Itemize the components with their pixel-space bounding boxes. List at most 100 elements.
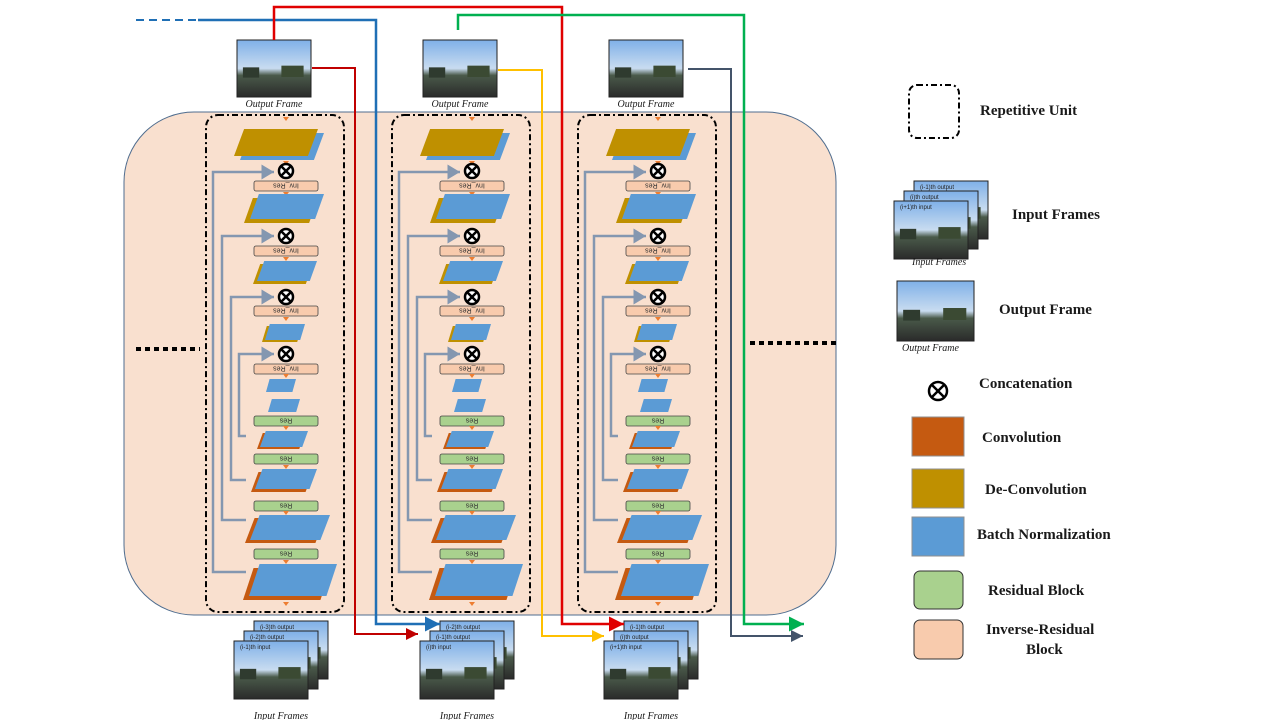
legend-deconvolution-swatch (911, 468, 965, 509)
flow-arrow (655, 374, 661, 378)
inverse-residual-block-label: Inv_Res (645, 365, 671, 372)
inverse-residual-block: Inv_Res (625, 305, 691, 317)
inverse-residual-block-label: Inv_Res (459, 182, 485, 189)
legend-input-stack: (i-1)th output (i)th output (i+1)th input (893, 180, 989, 260)
input-frame-stacks: (i-3)th output (i-2)th output (i-1)th inpu… (233, 620, 699, 720)
inverse-residual-block-label: Inv_Res (273, 247, 299, 254)
residual-block-label: Res (279, 455, 292, 462)
legend-concatenation-icon (927, 380, 949, 402)
flow-arrow (283, 602, 289, 606)
batch-norm-layer (640, 399, 672, 412)
input-frame-label: (i)th output (910, 195, 939, 201)
concatenation-icon (649, 162, 667, 180)
residual-block: Res (439, 453, 505, 465)
deconvolution-layer (606, 129, 690, 156)
flow-arrow (283, 317, 289, 321)
flow-arrow (469, 317, 475, 321)
inverse-residual-block: Inv_Res (439, 245, 505, 257)
inverse-residual-block-label: Inv_Res (459, 365, 485, 372)
legend: Repetitive Unit (i-1)th output(i)th outp… (893, 84, 1111, 660)
batch-norm-layer (435, 564, 523, 596)
input-frame-label: (i+1)th input (900, 205, 932, 211)
inverse-residual-block: Inv_Res (253, 363, 319, 375)
batch-norm-layer (260, 431, 308, 447)
legend-residual-block-label: Residual Block (988, 583, 1085, 599)
concatenation-icon (649, 227, 667, 245)
flow-arrow (469, 426, 475, 430)
concatenation-icon (277, 227, 295, 245)
inverse-residual-block-label: Inv_Res (459, 307, 485, 314)
batch-norm-layer (265, 324, 305, 340)
output-frame-caption: Output Frame (618, 99, 676, 110)
input-frame-label: (i)th output (620, 635, 649, 641)
input-frames-caption: Input Frames (439, 711, 494, 720)
deconvolution-layer (234, 129, 318, 156)
flow-arrow (283, 560, 289, 564)
batch-norm-layer (266, 379, 296, 392)
flow-arrow (655, 602, 661, 606)
skip-connection (415, 289, 460, 482)
skip-connection (601, 289, 646, 482)
flow-arrow (283, 117, 289, 121)
skip-connection (220, 228, 274, 522)
batch-norm-layer (629, 261, 689, 281)
repetitive-unit-border (205, 114, 345, 613)
residual-block: Res (625, 500, 691, 512)
flow-arrow (655, 117, 661, 121)
flow-arrow (283, 426, 289, 430)
flow-arrow (469, 257, 475, 261)
flow-arrow (469, 602, 475, 606)
input-frame-image (419, 640, 495, 700)
skip-connection (423, 346, 460, 438)
output-frame-caption: Output Frame (246, 99, 304, 110)
output-frame-caption: Output Frame (432, 99, 490, 110)
input-frame-label: (i-2)th output (446, 625, 480, 631)
batch-norm-layer (436, 194, 510, 219)
input-frame-image (233, 640, 309, 700)
flow-arrow (283, 257, 289, 261)
legend-output-frame-label: Output Frame (999, 302, 1092, 318)
input-frame-label: (i-3)th output (260, 625, 294, 631)
flow-arrow (469, 511, 475, 515)
residual-block: Res (625, 548, 691, 560)
batch-norm-layer (446, 431, 494, 447)
inverse-residual-block-label: Inv_Res (459, 247, 485, 254)
legend-batch-norm-label: Batch Normalization (977, 527, 1111, 543)
batch-norm-layer (443, 261, 503, 281)
concatenation-icon (277, 345, 295, 363)
batch-norm-layer (622, 194, 696, 219)
batch-norm-layer (255, 469, 317, 489)
inverse-residual-block-label: Inv_Res (273, 182, 299, 189)
flow-arrow (469, 374, 475, 378)
input-frames-caption: Input Frames (623, 711, 678, 720)
input-frame-label: (i-1)th output (920, 185, 954, 191)
skip-connection (583, 164, 646, 574)
flow-arrow (469, 560, 475, 564)
input-frame-stack: (i-3)th output(i-2)th output(i-1)th inpu… (233, 620, 329, 700)
blue-line-main (198, 18, 440, 632)
batch-norm-layer (632, 431, 680, 447)
skip-connection (229, 289, 274, 482)
inverse-residual-block-label: Inv_Res (645, 307, 671, 314)
flow-arrow (283, 511, 289, 515)
red-line (272, 5, 624, 632)
residual-block-label: Res (651, 550, 664, 557)
input-frame-label: (i+1)th input (610, 645, 642, 651)
input-frame-label: (i-1)th input (240, 645, 271, 651)
inverse-residual-block: Inv_Res (253, 305, 319, 317)
residual-block-label: Res (651, 417, 664, 424)
repetitive-unit-border (577, 114, 717, 613)
batch-norm-layer (250, 194, 324, 219)
residual-block-label: Res (465, 455, 478, 462)
flow-arrow (655, 257, 661, 261)
output-frames: Output Frame Output Frame Output Frame (236, 39, 684, 110)
legend-input-frames-caption: Input Frames (911, 257, 966, 268)
residual-block-label: Res (465, 550, 478, 557)
batch-norm-layer (250, 515, 330, 540)
input-frame-stack: (i-1)th output(i)th output(i+1)th input (603, 620, 699, 700)
flow-arrow (655, 426, 661, 430)
inverse-residual-block: Inv_Res (439, 305, 505, 317)
